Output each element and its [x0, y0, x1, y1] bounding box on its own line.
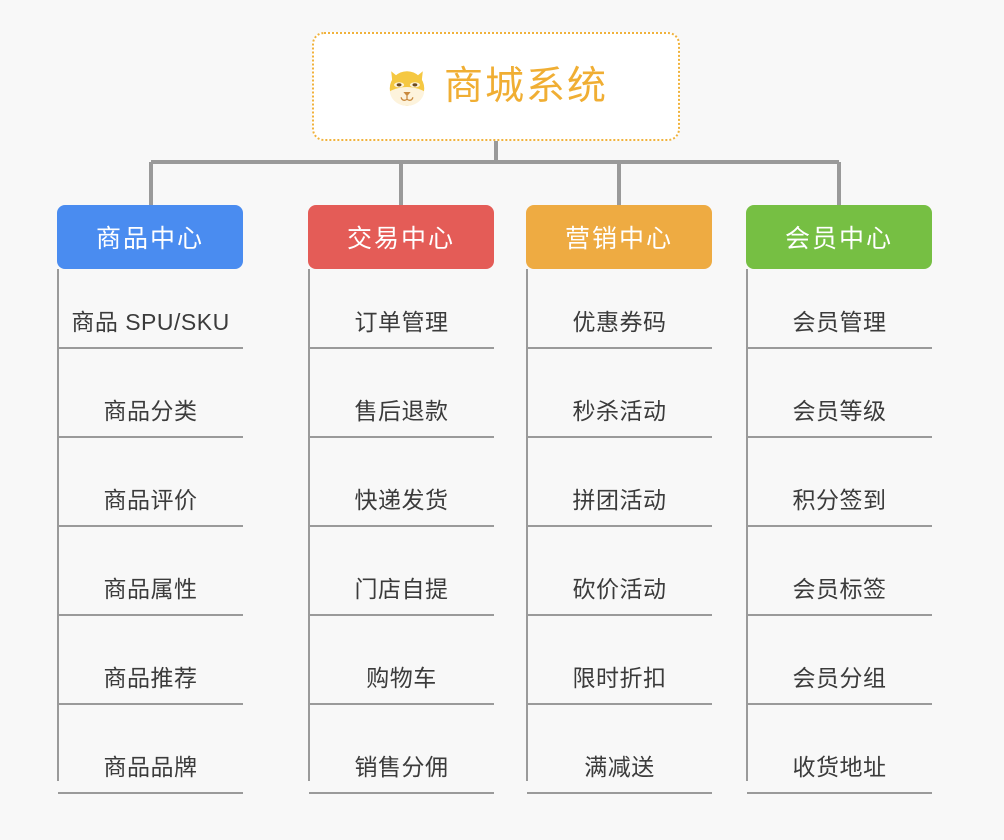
- leaf-list-trade-center: 订单管理 售后退款 快递发货 门店自提 购物车 销售分佣: [308, 269, 494, 794]
- category-header-product-center[interactable]: 商品中心: [57, 205, 243, 269]
- list-item[interactable]: 商品评价: [58, 438, 243, 527]
- list-item[interactable]: 快递发货: [309, 438, 494, 527]
- list-item[interactable]: 秒杀活动: [527, 349, 712, 438]
- list-item[interactable]: 会员等级: [747, 349, 932, 438]
- list-item[interactable]: 收货地址: [747, 705, 932, 794]
- branch-product-center: 商品中心 商品 SPU/SKU 商品分类 商品评价 商品属性 商品推荐 商品品牌: [57, 205, 243, 794]
- shiba-dog-emoji: [389, 70, 425, 106]
- list-item[interactable]: 商品品牌: [58, 705, 243, 794]
- list-item[interactable]: 会员标签: [747, 527, 932, 616]
- list-item[interactable]: 会员分组: [747, 616, 932, 705]
- list-item[interactable]: 商品分类: [58, 349, 243, 438]
- category-label: 交易中心: [346, 225, 455, 253]
- list-item[interactable]: 门店自提: [309, 527, 494, 616]
- list-item[interactable]: 售后退款: [309, 349, 494, 438]
- leaf-list-member-center: 会员管理 会员等级 积分签到 会员标签 会员分组 收货地址: [746, 269, 932, 794]
- category-header-member-center[interactable]: 会员中心: [746, 205, 932, 269]
- branch-marketing-center: 营销中心 优惠券码 秒杀活动 拼团活动 砍价活动 限时折扣 满减送: [526, 205, 712, 794]
- list-item[interactable]: 会员管理: [747, 269, 932, 349]
- category-header-trade-center[interactable]: 交易中心: [308, 205, 494, 269]
- list-item[interactable]: 商品 SPU/SKU: [58, 269, 243, 349]
- list-item[interactable]: 限时折扣: [527, 616, 712, 705]
- list-item[interactable]: 订单管理: [309, 269, 494, 349]
- category-header-marketing-center[interactable]: 营销中心: [526, 205, 712, 269]
- list-item[interactable]: 砍价活动: [527, 527, 712, 616]
- category-label: 会员中心: [784, 225, 893, 253]
- branch-trade-center: 交易中心 订单管理 售后退款 快递发货 门店自提 购物车 销售分佣: [308, 205, 494, 794]
- leaf-list-product-center: 商品 SPU/SKU 商品分类 商品评价 商品属性 商品推荐 商品品牌: [57, 269, 243, 794]
- list-item[interactable]: 满减送: [527, 705, 712, 794]
- root-title: 商城系统: [443, 65, 608, 108]
- category-label: 营销中心: [564, 225, 673, 253]
- branch-member-center: 会员中心 会员管理 会员等级 积分签到 会员标签 会员分组 收货地址: [746, 205, 932, 794]
- list-item[interactable]: 积分签到: [747, 438, 932, 527]
- list-item[interactable]: 拼团活动: [527, 438, 712, 527]
- list-item[interactable]: 购物车: [309, 616, 494, 705]
- list-item[interactable]: 商品推荐: [58, 616, 243, 705]
- list-item[interactable]: 销售分佣: [309, 705, 494, 794]
- leaf-list-marketing-center: 优惠券码 秒杀活动 拼团活动 砍价活动 限时折扣 满减送: [526, 269, 712, 794]
- root-node[interactable]: 商城系统: [312, 32, 680, 141]
- list-item[interactable]: 优惠券码: [527, 269, 712, 349]
- category-label: 商品中心: [95, 225, 204, 253]
- list-item[interactable]: 商品属性: [58, 527, 243, 616]
